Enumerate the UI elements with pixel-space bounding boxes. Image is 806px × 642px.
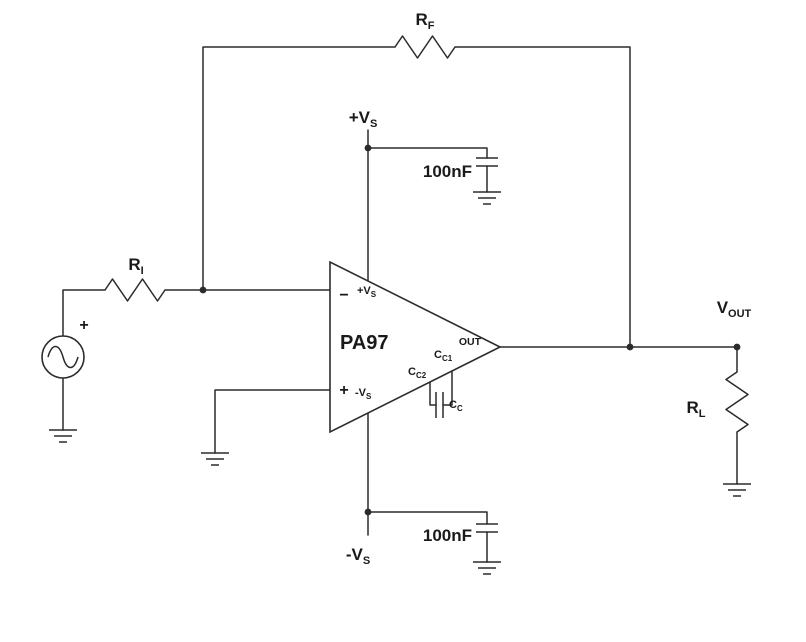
compensation-network [429,370,453,418]
label-main: R [415,10,427,29]
capacitor-bottom-100nf [476,523,498,533]
cc2-label: CC2 [408,366,427,380]
ri-label: RI [128,255,143,277]
opamp-body [329,260,502,434]
label-main: C [408,366,416,378]
junction-dot-vs-neg [364,508,372,516]
label-sub: L [699,408,706,420]
cap-top-value-label: 100nF [423,162,472,181]
label-main: -V [355,387,367,399]
junction-dot-feedback [626,343,634,351]
label-sub: S [363,555,370,567]
label-sub: S [366,392,372,401]
junction-dot-input [199,286,207,294]
junction-dot-vs-pos [364,144,372,152]
cc-label: CC [449,399,463,413]
resistor-rl [725,371,749,433]
cap-bottom-value-label: 100nF [423,526,472,545]
sine-wave-icon [47,345,79,369]
label-sub: OUT [728,308,752,320]
label-sub: C1 [442,354,453,363]
label-sub: C2 [416,371,427,380]
resistor-ri [104,278,166,302]
junction-dot-vout [733,343,741,351]
opamp-part-number: PA97 [340,332,389,354]
opamp-noninverting-sign: + [339,382,348,399]
opamp-out-label: OUT [459,336,482,348]
rl-label: RL [686,398,705,420]
label-main: -V [346,545,364,564]
label-main: C [434,349,442,361]
ground-cap-top [473,191,501,205]
ground-load [723,483,751,497]
label-sub: I [141,265,144,277]
capacitor-top-100nf [476,157,498,167]
label-main: +V [357,285,371,297]
resistor-rf [394,35,456,59]
label-main: C [449,399,457,411]
ground-source [49,429,77,443]
ground-cap-bottom [473,561,501,575]
cc2-pin-wire [429,381,437,406]
opamp-inverting-sign: − [339,287,348,304]
cc1-pin-wire [442,370,453,406]
label-sub: F [428,20,435,32]
opamp-vs-neg-label: -VS [355,387,372,401]
label-sub: S [371,290,377,299]
opamp-vs-pos-label: +VS [357,285,377,299]
wire-noninverting-ground [214,389,331,454]
ac-source [41,335,85,379]
label-sub: S [370,118,377,130]
wire-feedback-left [202,46,396,291]
vs-bottom-label: -VS [346,545,370,567]
label-sub: C [457,404,463,413]
wire-vs-pos-cap-branch [367,147,488,159]
cc1-label: CC1 [434,349,453,363]
source-plus-label: + [79,317,88,334]
label-main: +V [349,108,371,127]
rf-label: RF [415,10,434,32]
label-main: R [686,398,698,417]
label-main: R [128,255,140,274]
vout-label: VOUT [717,298,752,320]
wire-vs-neg-cap-branch [367,511,488,525]
wire-source-top [62,289,106,337]
wire-feedback-right [454,46,631,348]
label-main: V [717,298,729,317]
ground-noninverting [201,452,229,466]
vs-top-label: +VS [349,108,378,130]
